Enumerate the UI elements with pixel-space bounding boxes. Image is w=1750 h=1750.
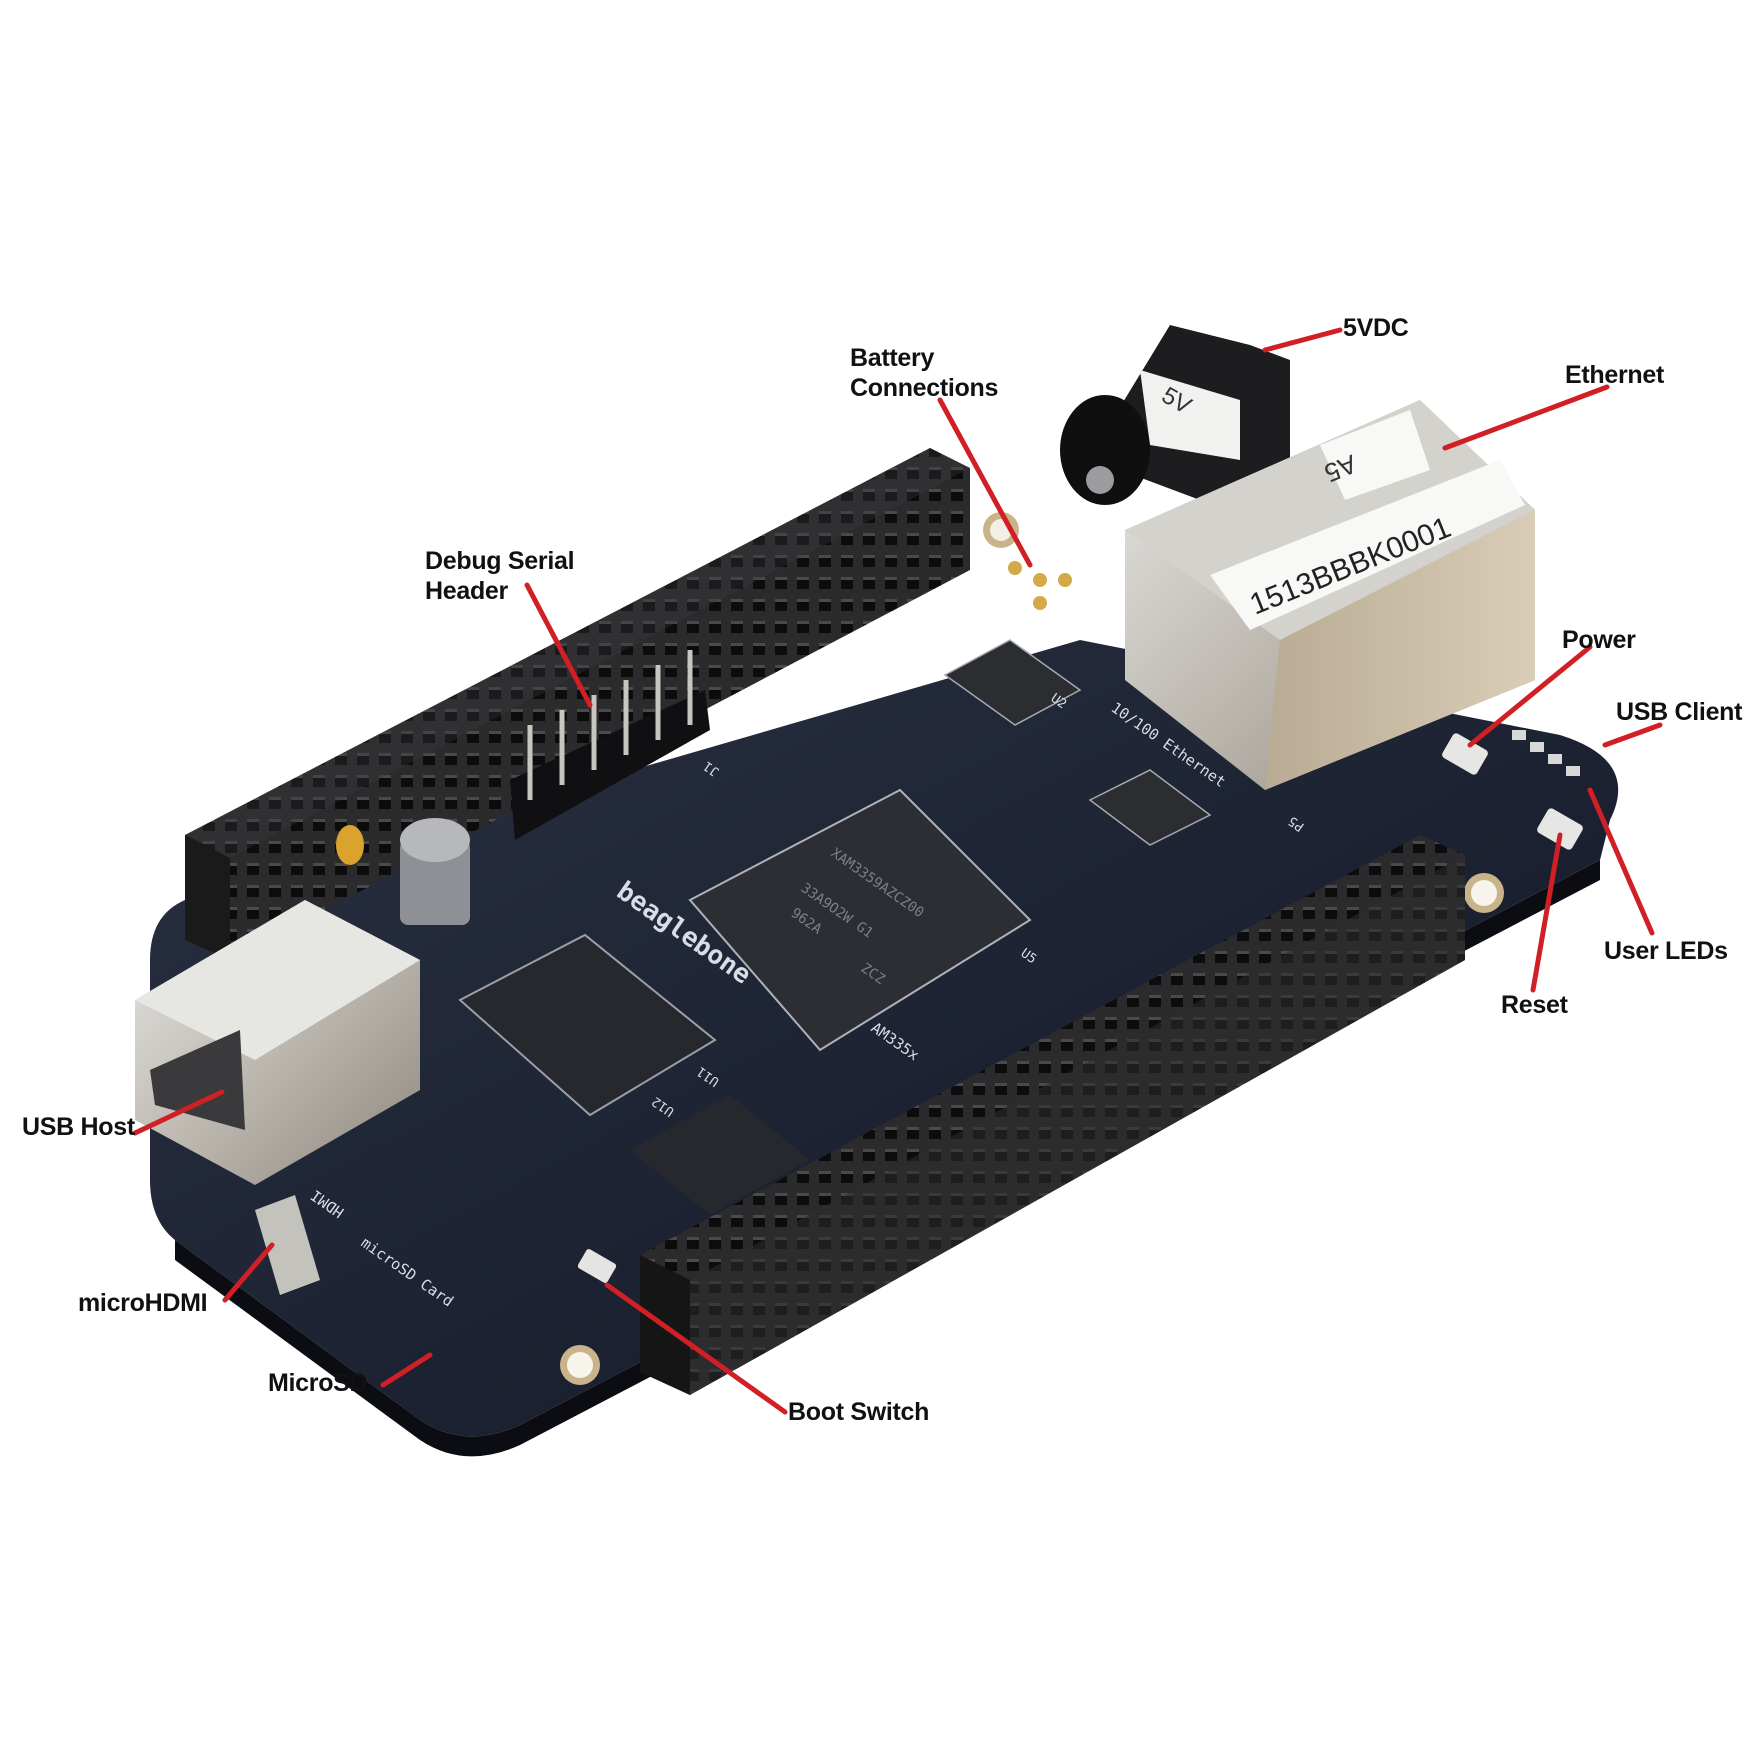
callout-lines <box>132 327 1663 1415</box>
mounting-holes <box>560 512 1504 1385</box>
callout-line-usbhost <box>132 1089 225 1136</box>
label-power: Power <box>1562 626 1636 654</box>
label-ethernet: Ethernet <box>1565 361 1665 389</box>
battery-pads <box>1008 561 1072 610</box>
header-p9 <box>185 448 970 960</box>
callout-line-power <box>1467 644 1593 748</box>
pmic-chip <box>943 639 1082 726</box>
label-debug-serial-header: Debug Serial Header <box>425 547 575 605</box>
label-usb-host: USB Host <box>22 1113 135 1141</box>
label-microhdmi: microHDMI <box>78 1289 208 1317</box>
label-microsd: MicroSD <box>268 1369 368 1397</box>
callout-line-microhdmi <box>222 1242 275 1303</box>
microhdmi-port <box>255 1195 320 1295</box>
callout-line-microsd <box>380 1352 433 1388</box>
barrel-jack-5v: 5V <box>1060 325 1290 505</box>
callout-line-debug <box>524 582 593 708</box>
svg-text:P5: P5 <box>1286 813 1307 834</box>
callout-line-usbclient <box>1602 722 1663 748</box>
callout-line-reset <box>1530 832 1563 993</box>
ethernet-phy-chip <box>1088 769 1212 846</box>
label-user-leds: User LEDs <box>1604 937 1728 965</box>
svg-text:J1: J1 <box>701 758 722 779</box>
label-5vdc: 5VDC <box>1343 314 1409 342</box>
callout-line-userleds <box>1587 787 1655 936</box>
buttons-and-leds <box>1442 730 1583 850</box>
ram-chip <box>458 933 717 1117</box>
svg-text:U5: U5 <box>1018 946 1039 967</box>
ethernet-jack: 1513BBBK0001 A5 <box>1125 400 1535 790</box>
usb-host-port <box>135 900 420 1185</box>
callout-line-ethernet <box>1442 384 1610 451</box>
callout-line-boot <box>604 1282 788 1415</box>
debug-serial-header <box>510 650 710 840</box>
callout-line-5vdc <box>1262 327 1343 353</box>
callout-line-battery <box>937 397 1033 568</box>
label-reset: Reset <box>1501 991 1568 1019</box>
pcb <box>150 640 1619 1457</box>
electrolytic-capacitor <box>336 818 470 925</box>
boot-switch <box>577 1249 617 1283</box>
label-usb-client: USB Client <box>1616 698 1743 726</box>
label-boot-switch: Boot Switch <box>788 1398 930 1426</box>
emmc-chip <box>630 1095 810 1215</box>
svg-text:U2: U2 <box>1048 691 1069 712</box>
label-battery-connections: Battery Connections <box>850 344 999 402</box>
